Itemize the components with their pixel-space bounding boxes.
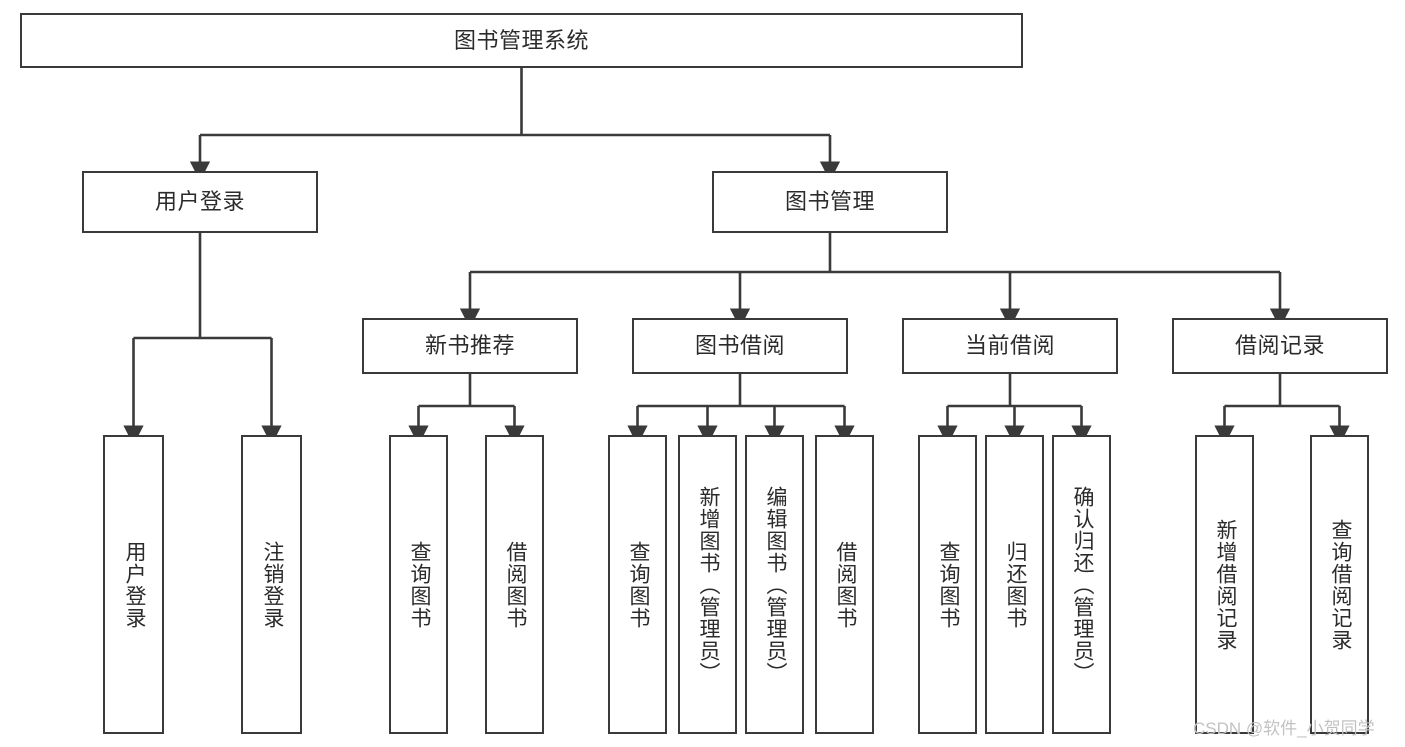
node-leaf-user-logout[interactable]: 注销登录 [241, 435, 302, 734]
node-label: 新增图书（管理员） [696, 485, 720, 684]
node-label: 查询图书 [936, 540, 960, 629]
node-root[interactable]: 图书管理系统 [20, 13, 1023, 68]
node-book-management[interactable]: 图书管理 [712, 171, 948, 233]
node-label: 图书管理系统 [453, 27, 589, 53]
node-leaf-query-record[interactable]: 查询借阅记录 [1310, 435, 1369, 734]
node-leaf-query-book-brw[interactable]: 查询图书 [608, 435, 667, 734]
node-label: 归还图书 [1003, 540, 1027, 629]
node-leaf-confirm-return[interactable]: 确认归还（管理员） [1052, 435, 1111, 734]
node-label: 当前借阅 [964, 333, 1055, 359]
node-label: 查询借阅记录 [1328, 518, 1352, 651]
node-current-borrow[interactable]: 当前借阅 [902, 318, 1118, 374]
node-label: 用户登录 [122, 540, 146, 629]
node-label: 新增借阅记录 [1213, 518, 1237, 651]
node-label: 借阅图书 [503, 540, 527, 629]
node-leaf-add-record[interactable]: 新增借阅记录 [1195, 435, 1254, 734]
node-leaf-user-login[interactable]: 用户登录 [103, 435, 164, 734]
node-label: 注销登录 [260, 540, 284, 629]
node-label: 借阅图书 [833, 540, 857, 629]
node-book-borrow[interactable]: 图书借阅 [632, 318, 848, 374]
node-label: 图书管理 [784, 189, 875, 215]
node-label: 图书借阅 [694, 333, 785, 359]
node-label: 查询图书 [626, 540, 650, 629]
node-leaf-query-book-rec[interactable]: 查询图书 [389, 435, 448, 734]
node-label: 借阅记录 [1234, 333, 1325, 359]
node-new-book-recommend[interactable]: 新书推荐 [362, 318, 578, 374]
node-leaf-edit-book[interactable]: 编辑图书（管理员） [745, 435, 804, 734]
node-label: 查询图书 [407, 540, 431, 629]
node-leaf-return-book[interactable]: 归还图书 [985, 435, 1044, 734]
node-leaf-borrow-book-rec[interactable]: 借阅图书 [485, 435, 544, 734]
watermark-csdn: CSDN @软件_小贺同学 [1193, 719, 1375, 738]
node-leaf-borrow-book-brw[interactable]: 借阅图书 [815, 435, 874, 734]
node-label: 编辑图书（管理员） [763, 485, 787, 684]
node-label: 新书推荐 [424, 333, 515, 359]
node-label: 确认归还（管理员） [1070, 485, 1094, 684]
node-user-login[interactable]: 用户登录 [82, 171, 318, 233]
node-leaf-add-book[interactable]: 新增图书（管理员） [678, 435, 737, 734]
node-label: 用户登录 [154, 189, 245, 215]
node-borrow-record[interactable]: 借阅记录 [1172, 318, 1388, 374]
node-leaf-query-book-cur[interactable]: 查询图书 [918, 435, 977, 734]
